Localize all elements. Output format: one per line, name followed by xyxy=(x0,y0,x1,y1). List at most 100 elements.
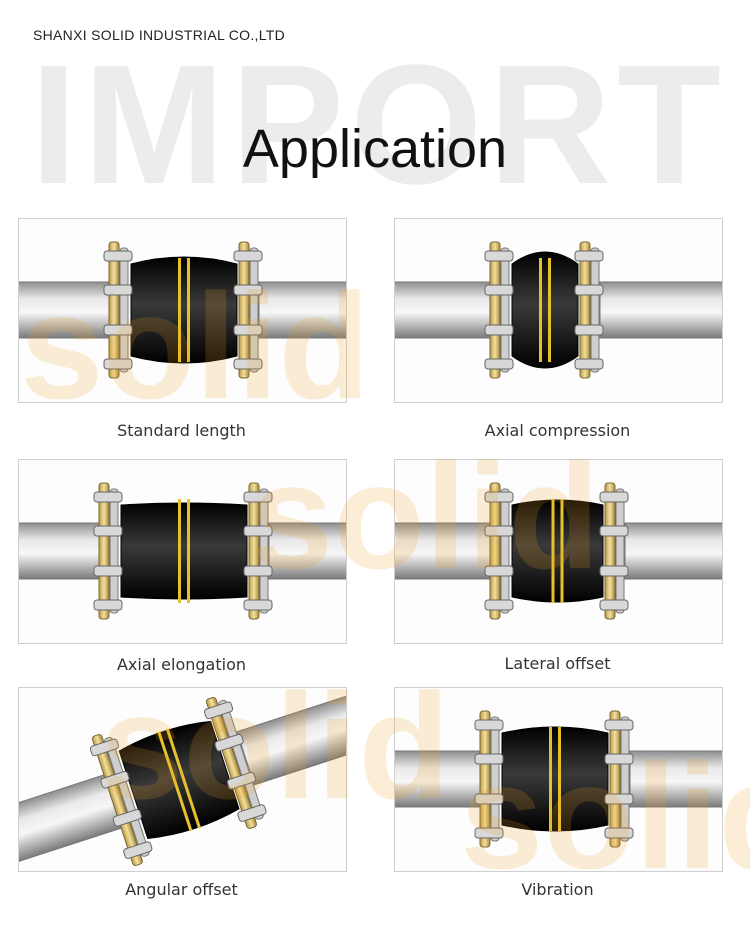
stripe xyxy=(548,258,551,362)
caption-lateral-offset: Lateral offset xyxy=(504,654,611,673)
joint-illustration xyxy=(395,482,722,620)
caption-axial-compression: Axial compression xyxy=(484,421,631,440)
bolt xyxy=(93,525,123,537)
bolt xyxy=(604,719,634,731)
bolt xyxy=(484,324,514,336)
bolt xyxy=(604,827,634,839)
flange xyxy=(91,734,143,866)
bolt xyxy=(484,250,514,262)
joint-illustration xyxy=(395,241,722,379)
bolt xyxy=(574,358,604,370)
stripe xyxy=(187,258,190,362)
flange xyxy=(489,482,501,620)
flange xyxy=(108,241,120,379)
stripe xyxy=(549,727,552,831)
bolt xyxy=(574,284,604,296)
joint-illustration xyxy=(19,688,346,871)
backing-ring xyxy=(104,737,150,857)
pipe-left xyxy=(395,750,481,808)
panel-vibration xyxy=(394,687,723,872)
caption-standard-length: Standard length xyxy=(117,421,246,440)
stripe xyxy=(178,258,181,362)
bolt xyxy=(243,525,273,537)
rubber-body xyxy=(511,251,579,369)
bolt xyxy=(233,284,263,296)
bolt xyxy=(599,599,629,611)
bolt xyxy=(574,324,604,336)
backing-ring xyxy=(590,247,600,373)
flange xyxy=(609,710,621,848)
company-name: SHANXI SOLID INDUSTRIAL CO.,LTD xyxy=(33,27,286,43)
bolt xyxy=(484,358,514,370)
joint-illustration xyxy=(395,710,722,848)
bolt xyxy=(474,719,504,731)
pipe-right xyxy=(624,522,722,580)
pipe-left xyxy=(395,281,491,339)
bolt xyxy=(604,753,634,765)
rubber-body xyxy=(120,502,248,600)
bolt xyxy=(599,491,629,503)
panel-lateral-offset xyxy=(394,459,723,644)
panel-angular-offset xyxy=(18,687,347,872)
bolt xyxy=(474,827,504,839)
bolt xyxy=(103,358,133,370)
bolt xyxy=(93,565,123,577)
flange xyxy=(98,482,110,620)
backing-ring xyxy=(249,247,259,373)
bolt xyxy=(237,804,267,822)
bolt xyxy=(599,525,629,537)
caption-axial-elongation: Axial elongation xyxy=(116,655,247,674)
rubber-body xyxy=(511,499,604,603)
bolt xyxy=(89,738,120,757)
bolt xyxy=(243,491,273,503)
backing-ring xyxy=(259,488,269,614)
stripe xyxy=(157,731,193,832)
backing-ring xyxy=(218,699,264,820)
bolt xyxy=(484,525,514,537)
bolt xyxy=(203,701,234,720)
flange xyxy=(604,482,616,620)
pipe-right xyxy=(258,281,346,339)
pipe-left xyxy=(19,522,100,580)
bolt xyxy=(484,599,514,611)
stripe xyxy=(178,499,181,603)
stripe xyxy=(165,728,201,829)
flange xyxy=(238,241,250,379)
backing-ring xyxy=(490,716,500,842)
pipe-left xyxy=(19,281,110,339)
backing-ring xyxy=(500,247,510,373)
panel-axial-elongation xyxy=(18,459,347,644)
bolt xyxy=(474,753,504,765)
bolt xyxy=(103,324,133,336)
bolt xyxy=(123,841,153,859)
flange xyxy=(205,696,257,829)
pipe-right xyxy=(629,750,722,808)
stripe xyxy=(539,258,542,362)
bolt xyxy=(484,284,514,296)
joint-illustration xyxy=(19,482,346,620)
pipe-right xyxy=(599,281,722,339)
rubber-body xyxy=(501,726,609,832)
backing-ring xyxy=(500,488,510,614)
bolt xyxy=(484,491,514,503)
backing-ring xyxy=(109,488,119,614)
bolt xyxy=(214,733,244,752)
bolt xyxy=(243,599,273,611)
joint-illustration xyxy=(19,241,346,379)
bolt xyxy=(93,599,123,611)
stripe xyxy=(560,499,564,603)
backing-ring xyxy=(615,488,625,614)
bolt xyxy=(604,793,634,805)
bolt xyxy=(112,808,142,827)
bolt xyxy=(233,324,263,336)
bolt xyxy=(243,565,273,577)
bolt xyxy=(574,250,604,262)
panel-axial-compression xyxy=(394,218,723,403)
caption-angular-offset: Angular offset xyxy=(125,880,238,899)
bolt xyxy=(599,565,629,577)
pipe-left xyxy=(395,522,491,580)
bolt xyxy=(233,358,263,370)
bolt xyxy=(100,770,130,789)
page-title: Application xyxy=(242,119,508,179)
stripe xyxy=(187,499,190,603)
